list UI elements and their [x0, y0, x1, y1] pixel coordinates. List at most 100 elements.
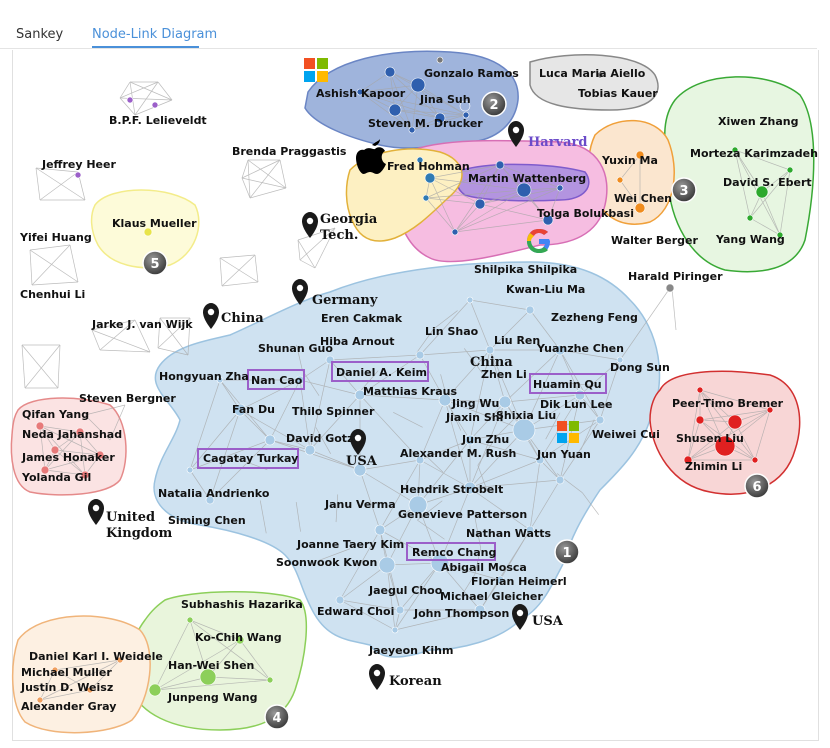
person-label-john-thompson[interactable]: John Thompson [413, 607, 509, 620]
person-label-david-s-ebert[interactable]: David S. Ebert [723, 176, 812, 189]
person-label-zhen-li[interactable]: Zhen Li [481, 368, 527, 381]
graph-node[interactable] [459, 100, 471, 112]
graph-node[interactable] [335, 595, 345, 605]
person-label-luca-maria-aiello[interactable]: Luca Maria Aiello [539, 67, 646, 80]
person-label-michael-muller[interactable]: Michael Muller [21, 666, 112, 679]
graph-node[interactable] [556, 184, 564, 192]
person-label-thilo-spinner[interactable]: Thilo Spinner [292, 405, 375, 418]
graph-node[interactable] [356, 88, 364, 96]
person-label-walter-berger[interactable]: Walter Berger [611, 234, 699, 247]
graph-node[interactable] [755, 185, 769, 199]
graph-node[interactable] [391, 626, 399, 634]
person-label-hiba-arnout[interactable]: Hiba Arnout [320, 335, 395, 348]
graph-node[interactable] [751, 456, 759, 464]
person-label-zezheng-feng[interactable]: Zezheng Feng [551, 311, 638, 324]
person-label-soonwook-kwon[interactable]: Soonwook Kwon [276, 556, 377, 569]
graph-node[interactable] [786, 166, 794, 174]
person-label-martin-wattenberg[interactable]: Martin Wattenberg [468, 172, 586, 185]
person-label-dong-sun[interactable]: Dong Sun [610, 361, 670, 374]
graph-node[interactable] [498, 395, 512, 409]
graph-node[interactable] [596, 71, 604, 79]
graph-node[interactable] [266, 676, 274, 684]
graph-node[interactable] [634, 202, 646, 214]
graph-node[interactable] [408, 495, 428, 515]
person-label-harald-piringer[interactable]: Harald Piringer [628, 270, 723, 283]
graph-node[interactable] [36, 696, 44, 704]
person-label-steven-m-drucker[interactable]: Steven M. Drucker [368, 117, 483, 130]
person-label-abigail-mosca[interactable]: Abigail Mosca [441, 561, 527, 574]
person-label-shunan-guo[interactable]: Shunan Guo [258, 342, 333, 355]
graph-node[interactable] [731, 146, 739, 154]
person-label-joanne-taery-kim[interactable]: Joanne Taery Kim [296, 538, 404, 551]
person-label-tobias-kauer[interactable]: Tobias Kauer [578, 87, 658, 100]
graph-node[interactable] [353, 463, 367, 477]
person-label-subhashis-hazarika[interactable]: Subhashis Hazarika [181, 598, 303, 611]
graph-node[interactable] [463, 481, 477, 495]
person-label-janu-verma[interactable]: Janu Verma [324, 498, 396, 511]
graph-node[interactable] [695, 415, 705, 425]
graph-node[interactable] [422, 194, 430, 202]
person-label-qifan-yang[interactable]: Qifan Yang [22, 408, 89, 421]
graph-node[interactable] [74, 171, 82, 179]
graph-node[interactable] [35, 421, 45, 431]
person-label-hendrik-strobelt[interactable]: Hendrik Strobelt [400, 483, 503, 496]
graph-node[interactable] [776, 231, 784, 239]
person-label-klaus-mueller[interactable]: Klaus Mueller [112, 217, 197, 230]
graph-node[interactable] [151, 101, 159, 109]
graph-node[interactable] [148, 683, 162, 697]
person-label-jing-wu[interactable]: Jing Wu [451, 397, 499, 410]
person-label-tolga-bolukbasi[interactable]: Tolga Bolukbasi [537, 207, 634, 220]
graph-node[interactable] [388, 103, 402, 117]
person-label-cagatay-turkay[interactable]: Cagatay Turkay [203, 452, 298, 465]
graph-node[interactable] [374, 524, 386, 536]
graph-node[interactable] [616, 356, 624, 364]
person-label-shixia-liu[interactable]: Shixia Liu [496, 409, 556, 422]
person-label-chenhui-li[interactable]: Chenhui Li [20, 288, 85, 301]
person-label-remco-chang[interactable]: Remco Chang [412, 546, 496, 559]
graph-node[interactable] [434, 112, 446, 124]
tab-sankey[interactable]: Sankey [16, 27, 64, 42]
person-label-jarke-j-van-wijk[interactable]: Jarke J. van Wijk [91, 318, 193, 331]
person-label-huamin-qu[interactable]: Huamin Qu [533, 378, 602, 391]
person-label-shusen-liu[interactable]: Shusen Liu [676, 432, 744, 445]
person-label-yang-wang[interactable]: Yang Wang [715, 233, 785, 246]
person-label-daniel-karl-i-weidele[interactable]: Daniel Karl I. Weidele [29, 650, 163, 663]
graph-node[interactable] [525, 305, 535, 315]
graph-node[interactable] [665, 283, 675, 293]
graph-node[interactable] [525, 525, 535, 535]
graph-node[interactable] [199, 668, 217, 686]
graph-node[interactable] [416, 156, 424, 164]
graph-node[interactable] [683, 455, 693, 465]
graph-node[interactable] [616, 176, 624, 184]
person-label-weiwei-cui[interactable]: Weiwei Cui [592, 428, 660, 441]
person-label-lin-shao[interactable]: Lin Shao [425, 325, 479, 338]
person-label-han-wei-shen[interactable]: Han-Wei Shen [168, 659, 254, 672]
person-label-jina-suh[interactable]: Jina Suh [419, 93, 471, 106]
tab-node-link-diagram[interactable]: Node-Link Diagram [92, 27, 218, 42]
person-label-yuanzhe-chen[interactable]: Yuanzhe Chen [536, 342, 624, 355]
person-label-junpeng-wang[interactable]: Junpeng Wang [167, 691, 258, 704]
person-label-jaegul-choo[interactable]: Jaegul Choo [368, 584, 443, 597]
person-label-edward-choi[interactable]: Edward Choi [317, 605, 394, 618]
graph-node[interactable] [216, 376, 224, 384]
graph-node[interactable] [635, 150, 645, 160]
graph-node[interactable] [408, 126, 416, 134]
person-label-james-honaker[interactable]: James Honaker [21, 451, 115, 464]
person-label-yuxin-ma[interactable]: Yuxin Ma [601, 154, 658, 167]
graph-node[interactable] [495, 575, 505, 585]
graph-node[interactable] [535, 455, 545, 465]
person-label-david-gotz[interactable]: David Gotz [286, 432, 353, 445]
graph-node[interactable] [51, 666, 59, 674]
person-label-jeffrey-heer[interactable]: Jeffrey Heer [41, 158, 116, 171]
graph-node[interactable] [410, 77, 426, 93]
person-label-fred-hohman[interactable]: Fred Hohman [387, 160, 470, 173]
person-label-kwan-liu-ma[interactable]: Kwan-Liu Ma [506, 283, 585, 296]
person-label-brenda-praggastis[interactable]: Brenda Praggastis [232, 145, 347, 158]
person-label-ko-chih-wang[interactable]: Ko-Chih Wang [195, 631, 282, 644]
person-label-shilpika-shilpika[interactable]: Shilpika Shilpika [474, 263, 577, 276]
person-label-justin-d-weisz[interactable]: Justin D. Weisz [20, 681, 113, 694]
person-label-zhimin-li[interactable]: Zhimin Li [685, 460, 742, 473]
graph-node[interactable] [384, 66, 396, 78]
graph-node[interactable] [233, 403, 247, 417]
